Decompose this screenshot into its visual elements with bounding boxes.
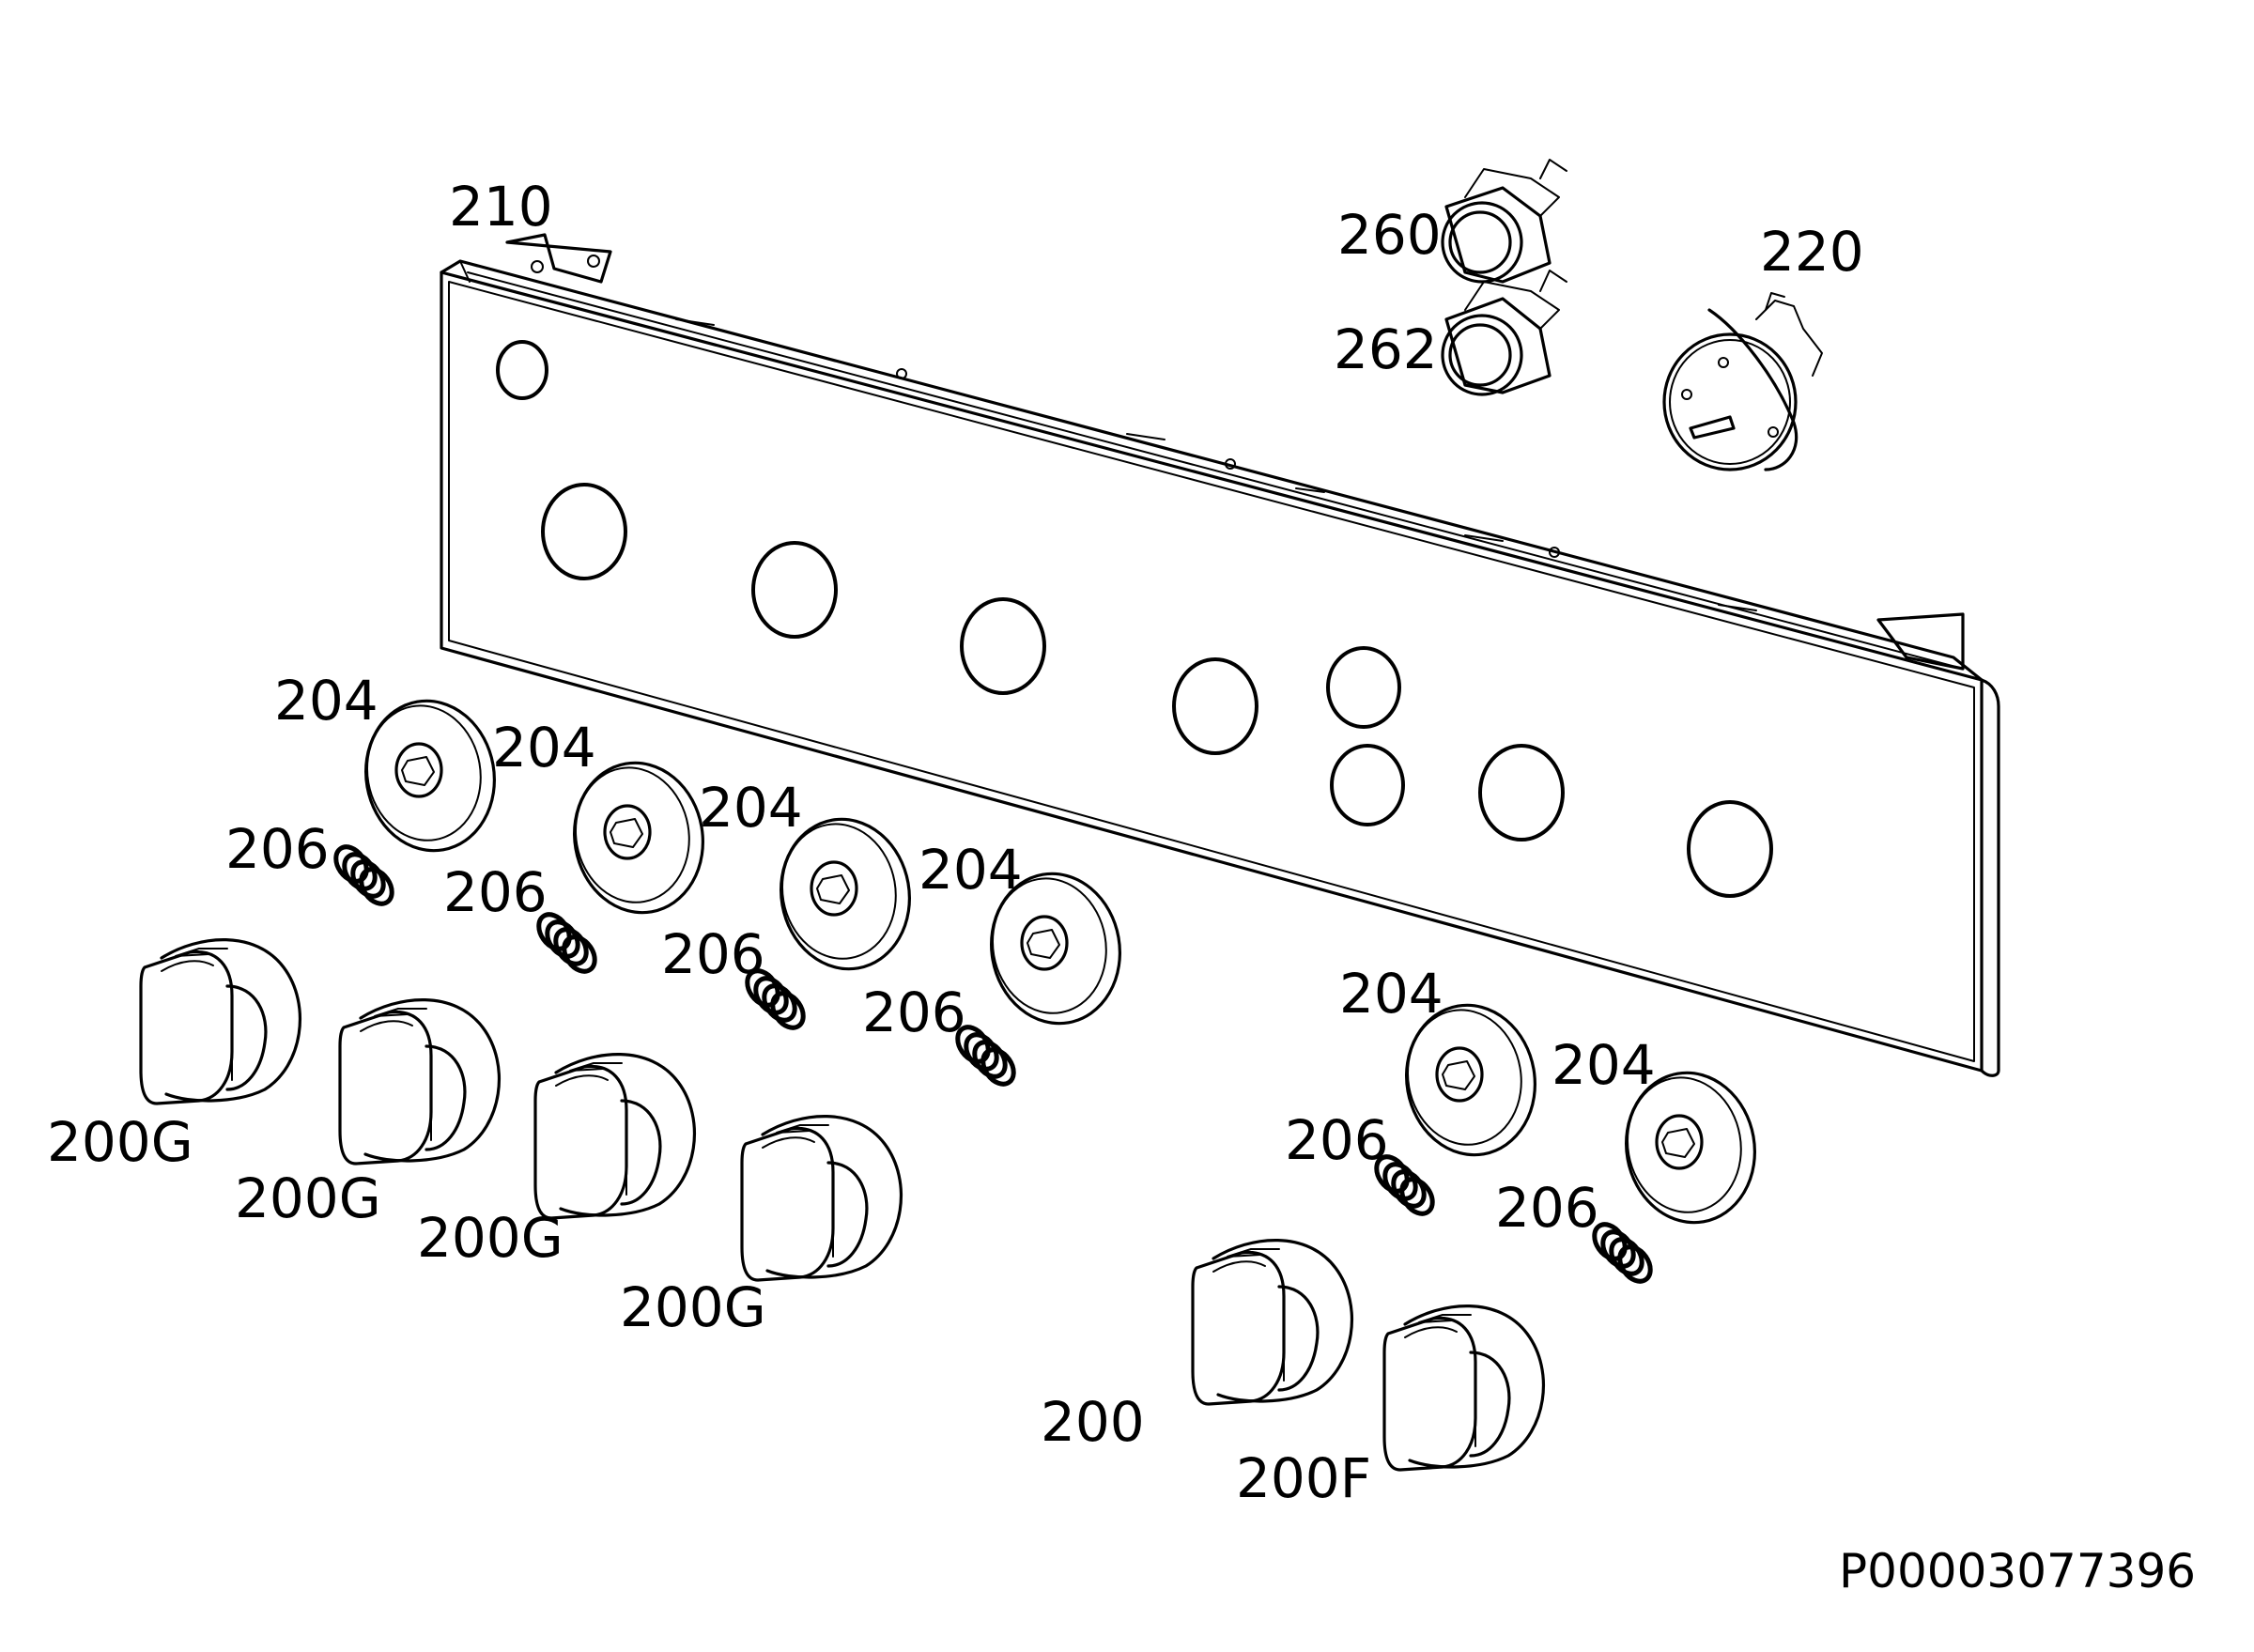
label-210: 210 [449,175,553,239]
label-204-2: 204 [492,716,596,780]
drawing-code: P00003077396 [1839,1544,2196,1598]
label-206-4: 206 [862,980,966,1044]
label-200g-2: 200G [235,1166,381,1230]
knob-200g-1 [139,937,302,1105]
knob-200g-2 [338,997,502,1166]
indicator-lamp-260 [1441,159,1567,284]
label-200f: 200F [1236,1446,1371,1510]
label-200: 200 [1041,1390,1145,1454]
label-262: 262 [1334,317,1438,381]
label-200g-3: 200G [417,1206,564,1270]
label-204-1: 204 [274,669,378,733]
knob-200g-4 [740,1114,903,1282]
label-204-4: 204 [919,838,1023,902]
timer-220 [1662,292,1823,471]
label-206-5: 206 [1285,1108,1389,1172]
knob-200g-3 [533,1052,697,1220]
knob-200 [1191,1238,1354,1406]
label-204-6: 204 [1552,1033,1656,1097]
label-204-5: 204 [1339,962,1443,1026]
label-204-3: 204 [699,776,803,840]
label-200g-4: 200G [620,1275,766,1339]
label-206-2: 206 [443,860,548,924]
label-220: 220 [1760,220,1864,284]
knob-200f [1382,1304,1546,1472]
control-panel [440,233,2000,1077]
label-206-6: 206 [1495,1176,1599,1240]
label-200g-1: 200G [47,1110,193,1174]
label-206-3: 206 [661,922,765,986]
indicator-lamp-262 [1441,270,1567,396]
spring-206-1 [330,841,398,910]
label-260: 260 [1337,203,1442,267]
label-206-1: 206 [225,817,330,881]
